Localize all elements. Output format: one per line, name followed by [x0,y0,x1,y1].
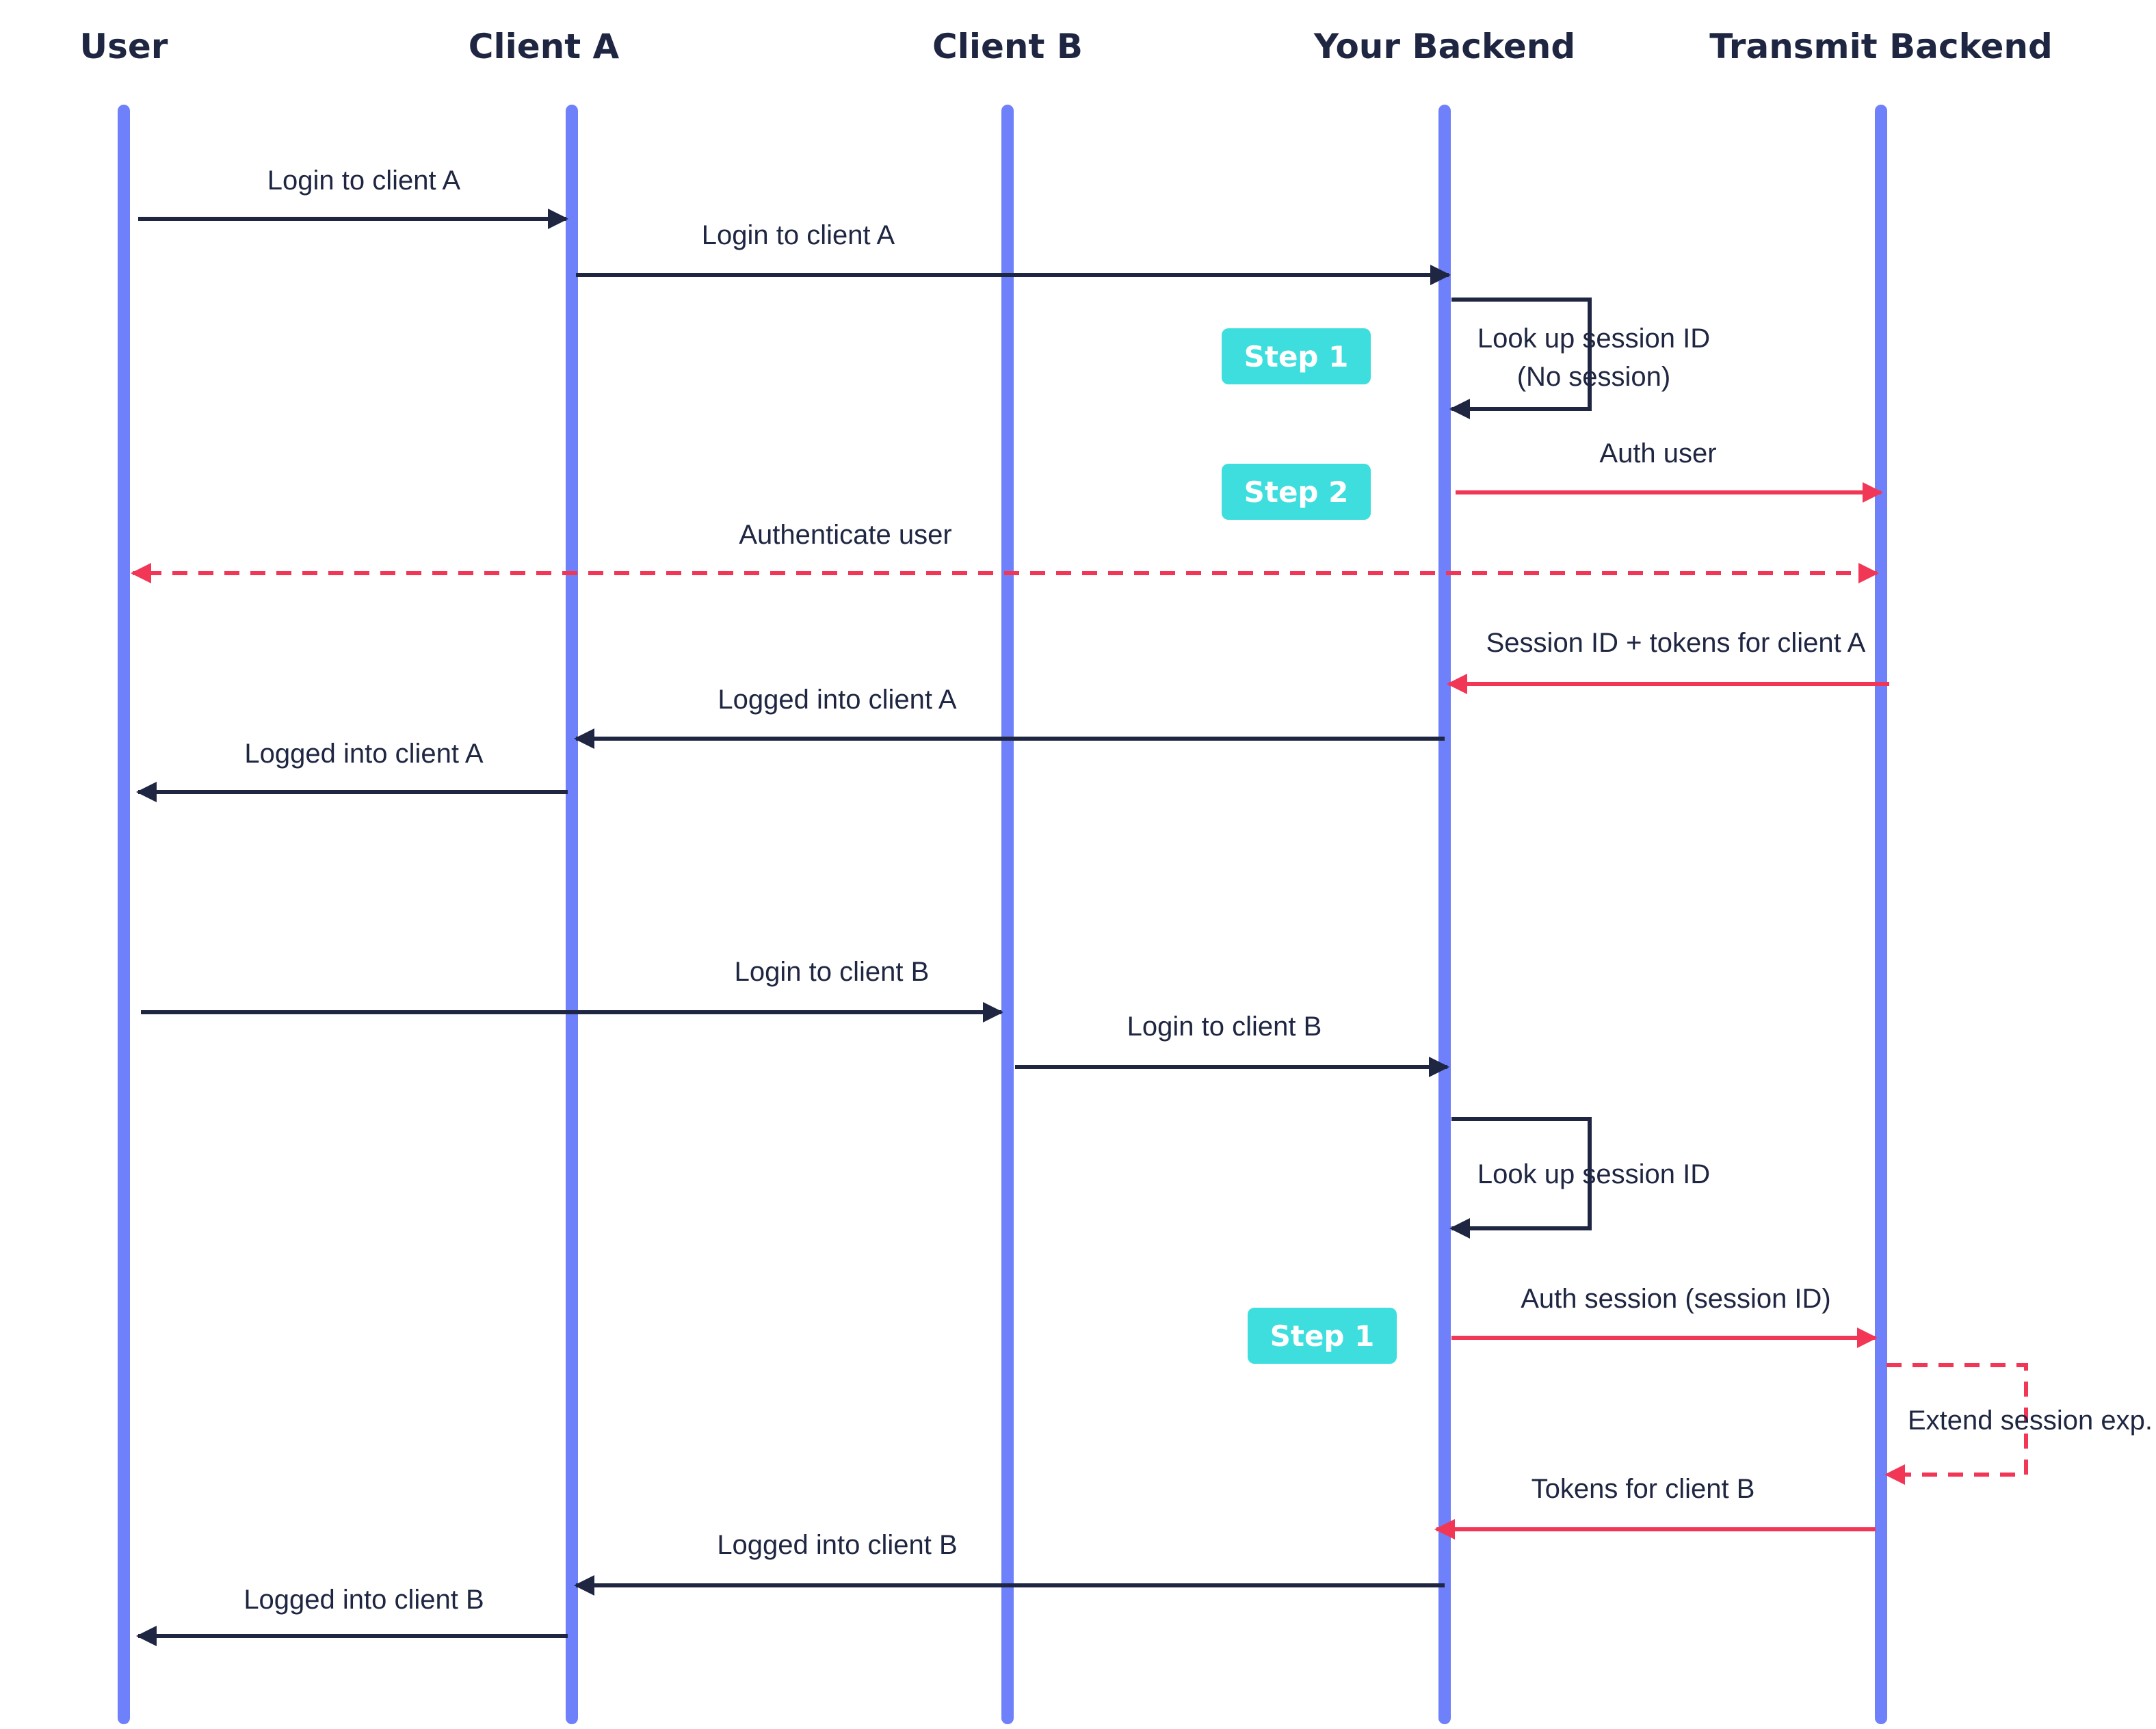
step-badge-bg [1248,1308,1397,1364]
message-m12: Auth session (session ID) [1451,1284,1878,1348]
message-m3: Look up session ID (No session) [1449,298,1710,419]
participant-label-user: User [80,27,168,66]
message-label: Authenticate user [739,520,951,550]
message-label: Look up session ID [1477,324,1710,354]
participant-label-transmit-backend: Transmit Backend [1709,27,2053,66]
message-m4: Auth user [1456,438,1883,503]
participant-label-client-a: Client A [469,27,620,66]
lifelines [118,105,1887,1724]
message-label: Logged into client B [717,1530,957,1560]
message-m9: Login to client B [141,957,1003,1022]
message-m1: Login to client A [138,166,568,229]
message-label: Look up session ID [1477,1159,1710,1189]
message-m11: Look up session ID [1449,1117,1710,1239]
step-badge-s1: Step 1 [1222,328,1371,384]
message-m2: Login to client A [576,220,1451,285]
participant-label-your-backend: Your Backend [1313,27,1575,66]
step-badges: Step 1 Step 2 Step 1 [1222,328,1397,1364]
message-label: Logged into client A [718,685,956,715]
message-m6: Session ID + tokens for client A [1447,628,1889,694]
message-label: Login to client A [267,166,461,196]
message-label: Extend session exp. [1908,1405,2153,1436]
self-arrow [1449,1117,1592,1239]
step-badge-s2: Step 2 [1222,464,1371,520]
participant-label-client-b: Client B [932,27,1083,66]
message-m13: Extend session exp. [1884,1363,2153,1485]
message-label: Login to client B [735,957,930,987]
step-badge-bg [1222,464,1371,520]
message-label: Auth session (session ID) [1521,1284,1831,1314]
message-label: (No session) [1517,362,1671,392]
message-m14: Tokens for client B [1434,1474,1876,1540]
step-badge-s3: Step 1 [1248,1308,1397,1364]
message-label: Tokens for client B [1531,1474,1755,1504]
message-m8: Logged into client A [136,739,568,802]
message-label: Login to client B [1127,1012,1322,1042]
message-m15: Logged into client B [574,1530,1445,1596]
message-label: Session ID + tokens for client A [1486,628,1866,658]
message-m7: Logged into client A [574,685,1445,749]
message-m16: Logged into client B [136,1585,568,1646]
message-label: Logged into client B [244,1585,484,1615]
self-arrow [1884,1363,2028,1485]
message-m10: Login to client B [1015,1012,1449,1077]
self-arrow [1449,298,1592,419]
step-badge-label: Step 1 [1270,1319,1375,1353]
message-label: Logged into client A [244,739,483,769]
participant-labels: User Client A Client B Your Backend Transmit… [80,27,2053,66]
step-badge-label: Step 2 [1244,475,1349,509]
message-label: Login to client A [702,220,895,250]
message-label: Auth user [1599,438,1716,468]
messages: Login to client A Login to client A Look u… [131,166,2153,1646]
message-m5: Authenticate user [131,520,1879,583]
step-badge-bg [1222,328,1371,384]
step-badge-label: Step 1 [1244,340,1349,373]
